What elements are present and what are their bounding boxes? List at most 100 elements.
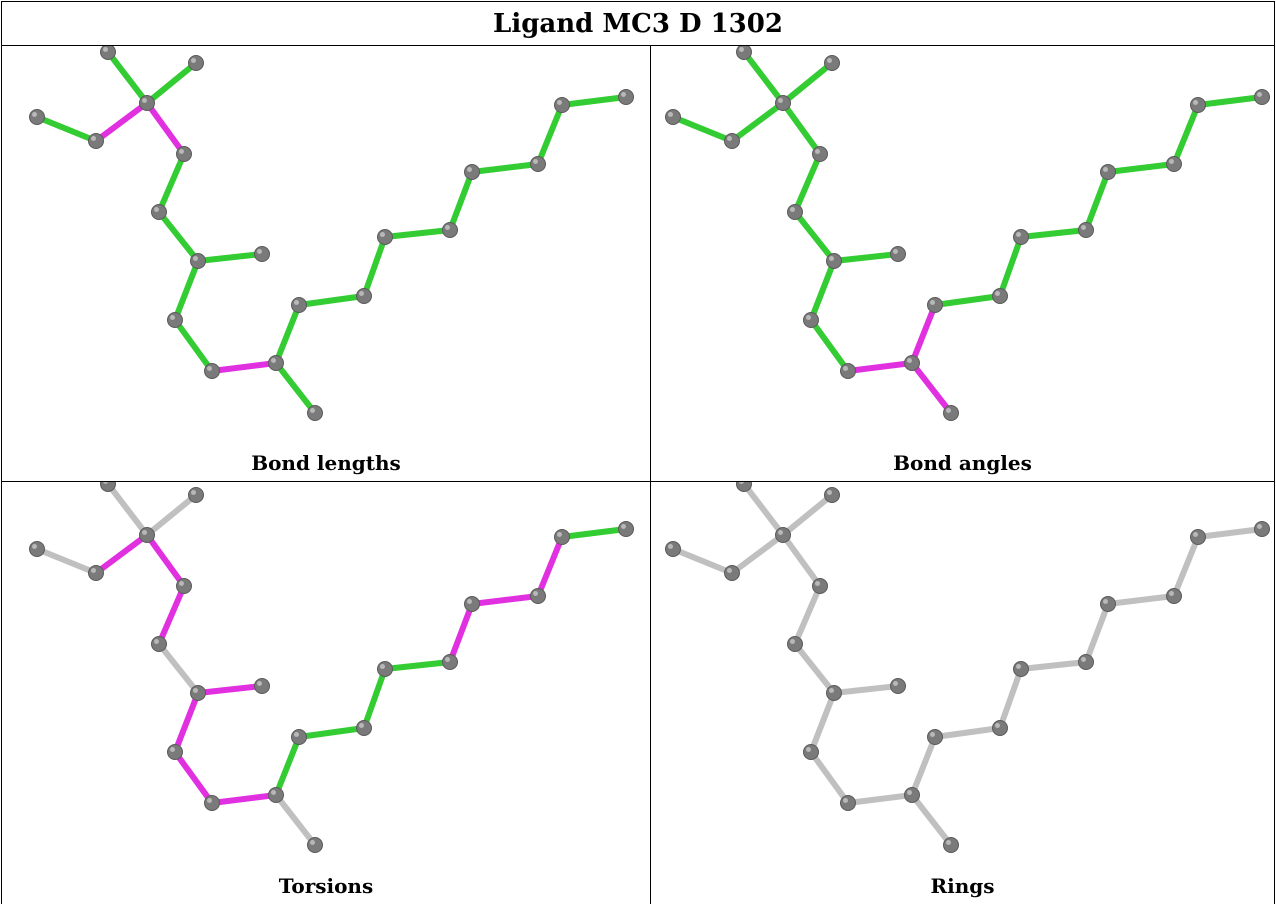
bond <box>1018 227 1089 240</box>
bond <box>156 583 187 647</box>
vertical-divider <box>650 45 651 904</box>
atom <box>736 482 752 492</box>
bond <box>361 666 388 731</box>
atom-highlight <box>467 599 472 604</box>
atom <box>442 654 458 670</box>
atom-highlight <box>294 732 299 737</box>
atom-highlight <box>727 568 732 573</box>
atom-highlight <box>170 315 175 320</box>
atom <box>204 795 220 811</box>
bond <box>909 734 938 798</box>
atom <box>787 204 803 220</box>
molecule-bond-angles <box>665 46 1270 421</box>
bond <box>144 492 199 538</box>
molecule-bond-lengths <box>29 46 634 421</box>
atom <box>442 222 458 238</box>
atom-highlight <box>310 408 315 413</box>
bond <box>909 792 954 848</box>
atom-highlight <box>1103 599 1108 604</box>
atom-highlight <box>445 225 450 230</box>
bond <box>156 209 201 264</box>
molecule-torsions <box>29 482 634 853</box>
atom-highlight <box>893 249 898 254</box>
atom-highlight <box>557 100 562 105</box>
atom <box>554 97 570 113</box>
bond <box>144 100 187 157</box>
atom <box>139 527 155 543</box>
bond <box>792 641 837 696</box>
atom-highlight <box>806 747 811 752</box>
bond <box>808 690 837 755</box>
atom <box>927 297 943 313</box>
atom-highlight <box>142 530 147 535</box>
atom-highlight <box>815 581 820 586</box>
atom-highlight <box>1081 657 1086 662</box>
bond <box>780 532 823 589</box>
atom-highlight <box>907 358 912 363</box>
panel-bond-lengths: Bond lengths <box>2 46 650 481</box>
atom-highlight <box>193 688 198 693</box>
bond <box>209 360 279 374</box>
bond <box>741 482 786 538</box>
bond <box>729 532 786 576</box>
bond <box>34 546 99 576</box>
atom <box>377 229 393 245</box>
atom <box>943 405 959 421</box>
atom-highlight <box>359 723 364 728</box>
atom <box>1190 97 1206 113</box>
atom-highlight <box>91 568 96 573</box>
atom-highlight <box>1169 159 1174 164</box>
atom-highlight <box>207 798 212 803</box>
atom <box>554 529 570 545</box>
atom <box>190 253 206 269</box>
atom <box>812 578 828 594</box>
atom-highlight <box>32 544 37 549</box>
bond <box>195 251 265 264</box>
atom-highlight <box>1081 225 1086 230</box>
bond <box>172 749 215 806</box>
atom <box>890 678 906 694</box>
atom-highlight <box>380 664 385 669</box>
atom-highlight <box>893 681 898 686</box>
atom <box>291 729 307 745</box>
atom <box>100 46 116 60</box>
atom <box>1166 156 1182 172</box>
atom-highlight <box>294 300 299 305</box>
row-divider <box>1 481 1275 482</box>
atom <box>176 146 192 162</box>
atom-highlight <box>170 747 175 752</box>
atom <box>1013 661 1029 677</box>
atom <box>307 405 323 421</box>
atom-highlight <box>778 530 783 535</box>
bond <box>172 690 201 755</box>
bond <box>670 114 735 144</box>
panel-caption: Bond lengths <box>251 451 401 475</box>
atom <box>29 109 45 125</box>
atom <box>775 527 791 543</box>
bond <box>670 546 735 576</box>
atom <box>890 246 906 262</box>
atom <box>904 355 920 371</box>
bond <box>1105 593 1177 607</box>
bond <box>845 360 915 374</box>
bond <box>808 317 851 374</box>
atom-highlight <box>778 98 783 103</box>
atom <box>464 164 480 180</box>
bond <box>741 49 786 106</box>
atom-highlight <box>533 591 538 596</box>
atom <box>254 678 270 694</box>
atom <box>824 55 840 71</box>
atom-highlight <box>179 149 184 154</box>
bond <box>296 725 367 740</box>
atom <box>775 95 791 111</box>
atom-highlight <box>467 167 472 172</box>
bond <box>831 251 901 264</box>
atom <box>1078 654 1094 670</box>
outer-right-border <box>1274 45 1275 904</box>
bond <box>1083 169 1111 233</box>
bond <box>1195 94 1265 108</box>
atom <box>724 565 740 581</box>
atom <box>88 565 104 581</box>
atom-highlight <box>790 639 795 644</box>
